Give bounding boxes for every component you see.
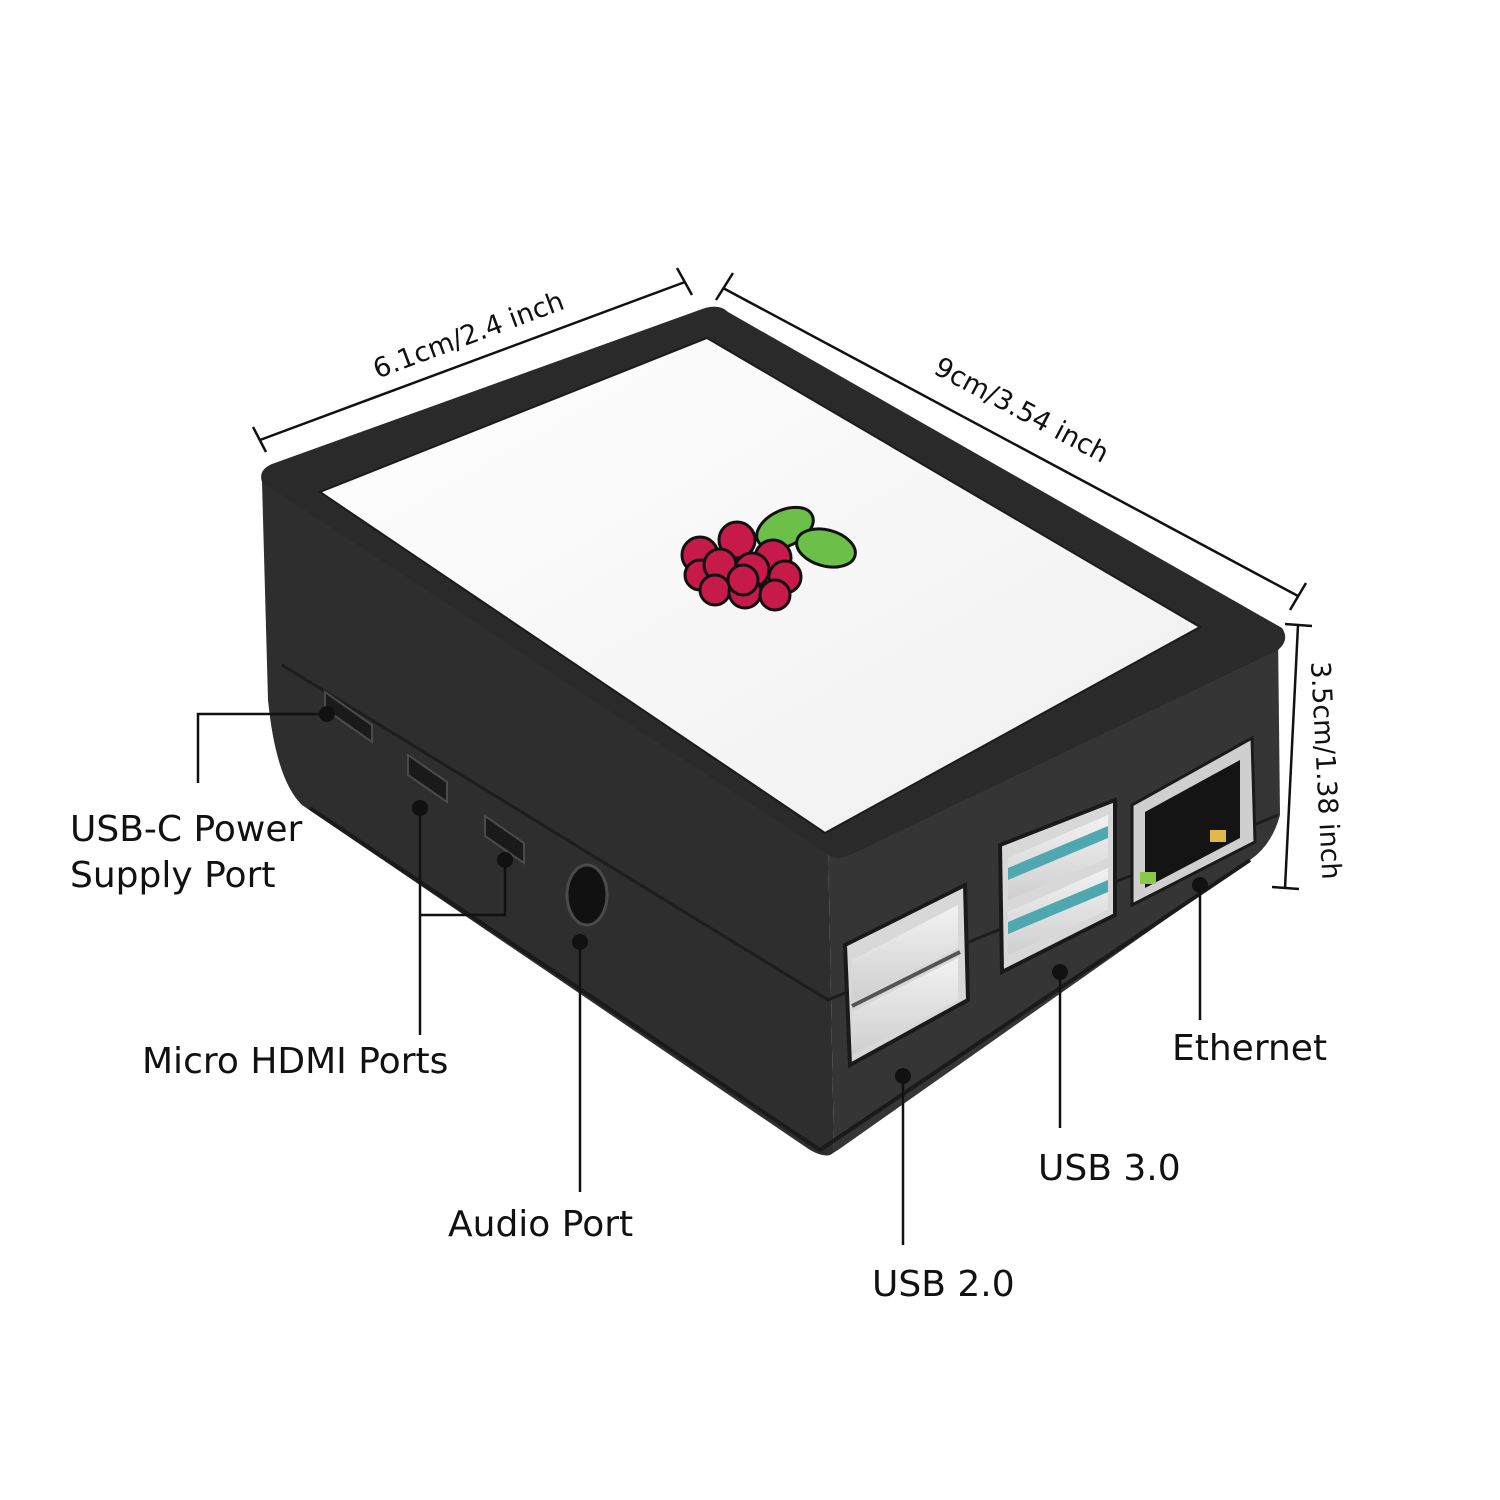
callout-dots [319, 706, 1208, 1084]
ethernet-label: Ethernet [1172, 1028, 1328, 1069]
usb-c-port [324, 690, 373, 744]
usb-c-label-line1: USB-C Power [70, 809, 303, 850]
usb3-ports [997, 797, 1117, 976]
micro-hdmi-port-1 [407, 753, 448, 804]
usb3-label: USB 3.0 [1038, 1148, 1181, 1189]
usb-c-label-line2: Supply Port [70, 855, 276, 896]
raspberry-pi-logo [680, 505, 857, 612]
usb2-label: USB 2.0 [872, 1264, 1015, 1305]
ethernet-port [1130, 735, 1257, 908]
dimension-lines [251, 267, 1313, 891]
usb2-ports [842, 881, 971, 1069]
audio-jack [565, 863, 609, 927]
micro-hdmi-label: Micro HDMI Ports [142, 1041, 449, 1082]
audio-port-label: Audio Port [448, 1204, 634, 1245]
callout-leaders [196, 712, 1202, 1245]
micro-hdmi-port-2 [484, 814, 525, 865]
